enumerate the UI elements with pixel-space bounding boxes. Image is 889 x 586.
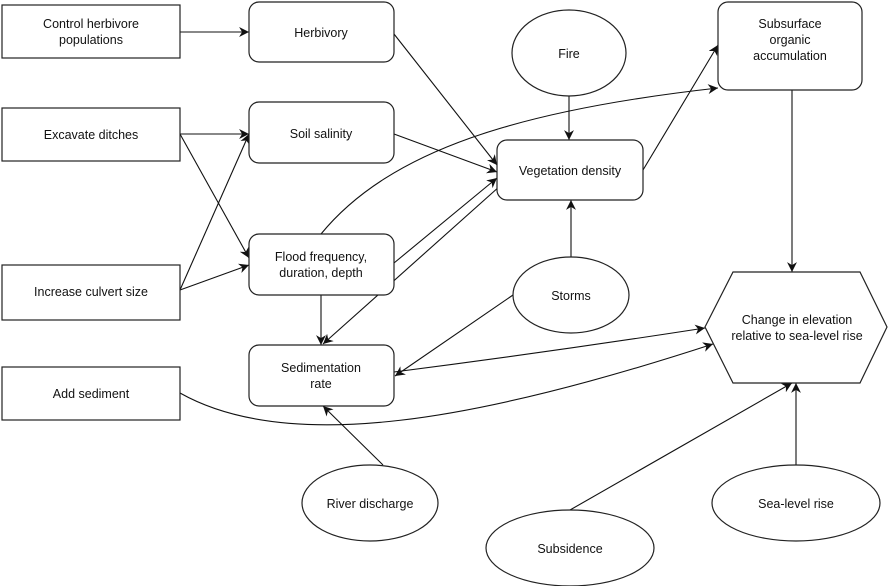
svg-text:populations: populations xyxy=(59,33,123,47)
node-soil-salinity: Soil salinity xyxy=(248,101,395,164)
node-sea-level-rise: Sea-level rise xyxy=(711,464,881,542)
node-storms: Storms xyxy=(512,256,630,334)
svg-text:organic: organic xyxy=(770,33,811,47)
node-subsurface-accumulation: Subsurface organic accumulation xyxy=(717,1,863,91)
edges xyxy=(179,27,801,511)
svg-text:duration, depth: duration, depth xyxy=(279,266,362,280)
node-herbivory: Herbivory xyxy=(248,1,395,63)
edge-herbivory-to-vegetation xyxy=(393,33,498,166)
edge-culvert-to-flood xyxy=(179,263,250,291)
svg-text:River discharge: River discharge xyxy=(327,497,414,511)
edge-storms-to-sedimentation xyxy=(394,294,514,377)
edge-excavate-to-flood xyxy=(179,133,250,259)
node-vegetation-density: Vegetation density xyxy=(496,139,644,201)
svg-text:Subsurface: Subsurface xyxy=(758,17,821,31)
svg-text:Vegetation density: Vegetation density xyxy=(519,164,622,178)
svg-text:Increase culvert size: Increase culvert size xyxy=(34,285,148,299)
edge-flood-to-vegetation xyxy=(393,177,498,264)
svg-text:Herbivory: Herbivory xyxy=(294,26,348,40)
edge-vegetation-to-subsurface xyxy=(642,44,719,171)
svg-text:Subsidence: Subsidence xyxy=(537,542,602,556)
svg-text:relative to sea-level rise: relative to sea-level rise xyxy=(731,329,862,343)
svg-text:rate: rate xyxy=(310,377,332,391)
svg-text:Storms: Storms xyxy=(551,289,591,303)
node-elevation-change: Change in elevation relative to sea-leve… xyxy=(704,271,888,384)
edge-add-sediment-to-elevation xyxy=(179,342,714,426)
svg-text:Add sediment: Add sediment xyxy=(53,387,130,401)
svg-text:Change in elevation: Change in elevation xyxy=(742,313,853,327)
node-increase-culvert-size: Increase culvert size xyxy=(1,264,181,321)
node-fire: Fire xyxy=(511,9,627,97)
svg-text:Sea-level rise: Sea-level rise xyxy=(758,497,834,511)
node-add-sediment: Add sediment xyxy=(1,366,181,421)
edge-vegetation-to-sedimentation xyxy=(322,185,501,345)
node-control-herbivore: Control herbivore populations xyxy=(1,4,181,59)
svg-text:Control herbivore: Control herbivore xyxy=(43,17,139,31)
edge-river-to-sedimentation xyxy=(322,405,384,466)
node-subsidence: Subsidence xyxy=(485,509,655,586)
edge-sedimentation-to-elevation xyxy=(393,324,706,373)
node-flood: Flood frequency, duration, depth xyxy=(248,233,395,296)
svg-text:accumulation: accumulation xyxy=(753,49,827,63)
svg-text:Excavate ditches: Excavate ditches xyxy=(44,128,139,142)
svg-text:Flood frequency,: Flood frequency, xyxy=(275,250,367,264)
edge-culvert-to-salinity xyxy=(179,133,250,291)
node-river-discharge: River discharge xyxy=(301,464,439,542)
svg-text:Sedimentation: Sedimentation xyxy=(281,361,361,375)
svg-text:Fire: Fire xyxy=(558,47,580,61)
node-sedimentation-rate: Sedimentation rate xyxy=(248,344,395,407)
edge-subsidence-to-elevation xyxy=(569,382,793,511)
edge-salinity-to-vegetation xyxy=(393,133,498,174)
svg-text:Soil salinity: Soil salinity xyxy=(290,127,353,141)
node-excavate-ditches: Excavate ditches xyxy=(1,107,181,162)
edge-flood-to-subsurface xyxy=(320,84,719,235)
